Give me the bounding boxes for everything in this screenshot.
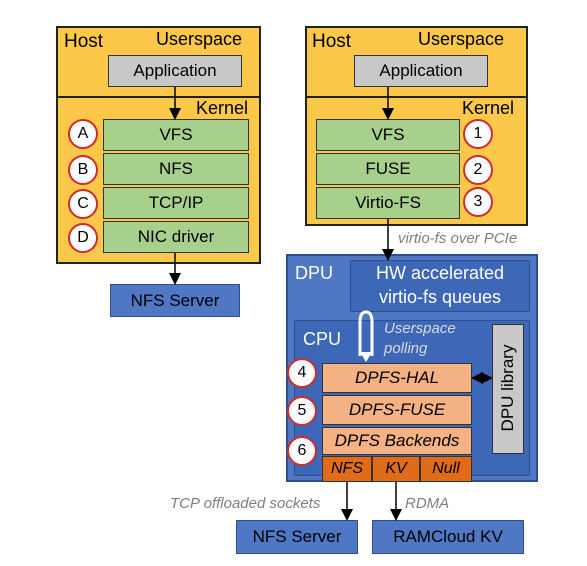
- left-userspace-label: Userspace: [156, 29, 243, 49]
- cpu-label: CPU: [303, 329, 342, 349]
- rdma-label: RDMA: [405, 495, 450, 512]
- left-layer-nfs: NFS: [103, 153, 249, 185]
- badge-b: B: [68, 155, 98, 185]
- polling-line1: Userspace: [384, 320, 456, 337]
- right-layer-vfs: VFS: [316, 119, 460, 151]
- left-layer-nic-driver: NIC driver: [103, 221, 249, 253]
- polling-arrowhead: [360, 352, 372, 362]
- backend-null: Null: [420, 456, 472, 482]
- backend-nfs: NFS: [322, 456, 372, 482]
- badge-c: C: [68, 189, 98, 219]
- left-host-divider: [57, 96, 260, 98]
- hw-queues-line1: HW accelerated: [375, 263, 505, 283]
- badge-1: 1: [463, 119, 493, 149]
- left-layer-tcpip: TCP/IP: [103, 187, 249, 219]
- right-kernel-label: Kernel: [462, 98, 515, 118]
- dpfs-backends-box: DPFS Backends: [322, 427, 472, 455]
- badge-a: A: [68, 119, 98, 149]
- left-kernel-label: Kernel: [196, 98, 249, 118]
- polling-loop-arrow: [358, 310, 374, 356]
- backend-kv: KV: [372, 456, 420, 482]
- bottom-nfs-server: NFS Server: [236, 520, 358, 554]
- right-layer-fuse: FUSE: [316, 153, 460, 185]
- left-layer-vfs: VFS: [103, 119, 249, 151]
- dpu-label: DPU: [295, 263, 334, 283]
- polling-line2: polling: [384, 340, 428, 357]
- badge-4: 4: [287, 358, 317, 388]
- right-application-box: Application: [354, 55, 488, 87]
- badge-5: 5: [287, 396, 317, 426]
- dpu-library-box: [492, 324, 524, 454]
- badge-2: 2: [463, 155, 493, 185]
- pcie-label: virtio-fs over PCIe: [398, 230, 518, 247]
- dpfs-fuse-box: DPFS-FUSE: [322, 395, 472, 425]
- right-host-divider: [306, 96, 527, 98]
- right-userspace-label: Userspace: [418, 29, 505, 49]
- hw-queues-box: [350, 260, 530, 312]
- right-host-title: Host: [312, 31, 352, 52]
- badge-d: D: [68, 223, 98, 253]
- left-host-title: Host: [64, 31, 104, 52]
- ramcloud-kv: RAMCloud KV: [372, 520, 524, 554]
- badge-6: 6: [287, 436, 317, 466]
- badge-3: 3: [463, 187, 493, 217]
- right-layer-virtio-fs: Virtio-FS: [316, 187, 460, 219]
- left-nfs-server: NFS Server: [110, 284, 240, 317]
- hw-queues-line2: virtio-fs queues: [378, 287, 502, 307]
- dpfs-hal-box: DPFS-HAL: [322, 363, 472, 393]
- left-application-box: Application: [108, 55, 242, 87]
- tcp-label: TCP offloaded sockets: [170, 495, 321, 512]
